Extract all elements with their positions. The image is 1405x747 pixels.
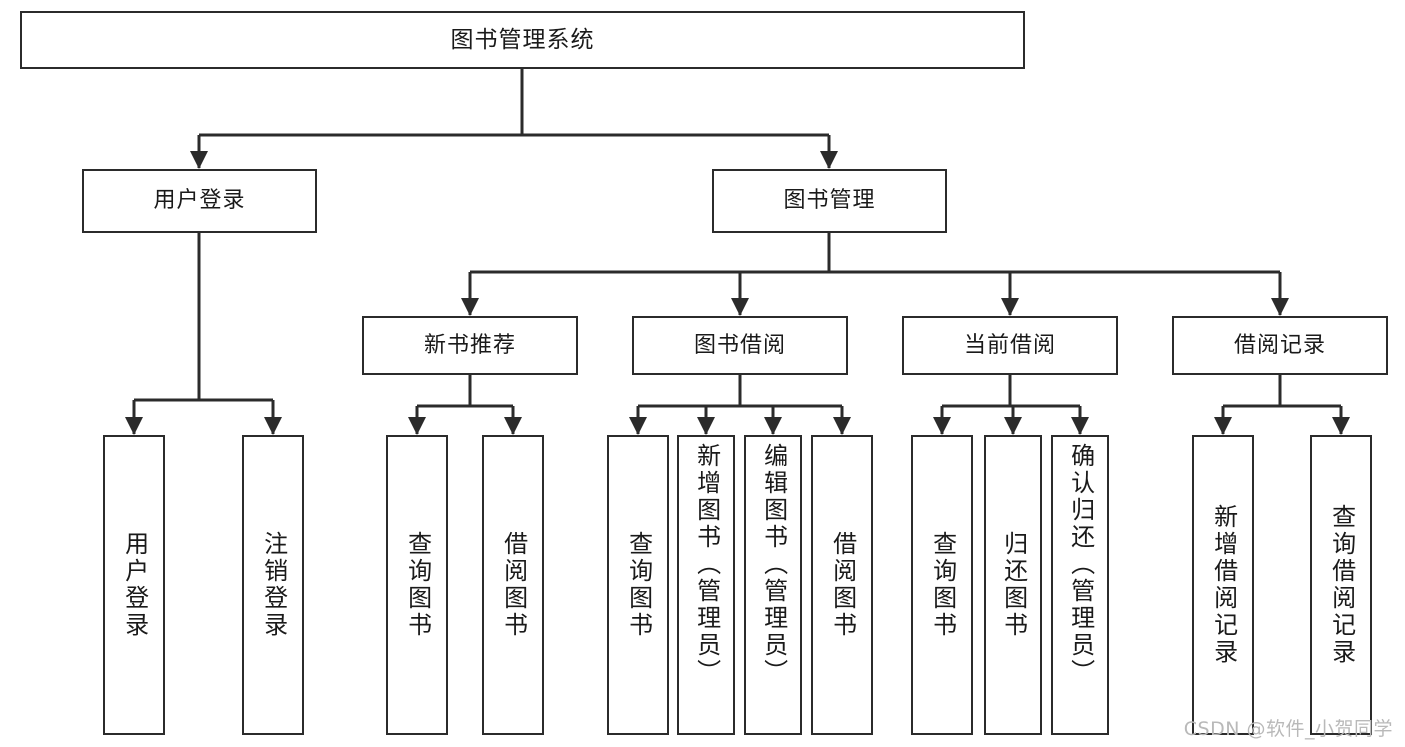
arrowhead-icon — [1214, 417, 1232, 435]
node-label: 查询图书 — [624, 531, 653, 639]
node-leaf_add_book[interactable]: 新增图书（管理员） — [677, 435, 735, 735]
node-label: 查询图书 — [928, 531, 957, 639]
node-leaf_return_bk[interactable]: 归还图书 — [984, 435, 1042, 735]
node-root[interactable]: 图书管理系统 — [20, 11, 1025, 69]
node-leaf_add_rec[interactable]: 新增借阅记录 — [1192, 435, 1254, 735]
node-label: 新增借阅记录 — [1209, 504, 1238, 666]
node-label: 确认归还（管理员） — [1066, 443, 1095, 686]
arrowhead-icon — [697, 417, 715, 435]
arrowhead-icon — [461, 298, 479, 316]
node-leaf_borrow_bk1[interactable]: 借阅图书 — [482, 435, 544, 735]
node-label: 当前借阅 — [963, 332, 1056, 358]
arrowhead-icon — [833, 417, 851, 435]
arrowhead-icon — [190, 151, 208, 169]
node-leaf_edit_book[interactable]: 编辑图书（管理员） — [744, 435, 802, 735]
node-label: 注销登录 — [259, 531, 288, 639]
arrowhead-icon — [125, 417, 143, 435]
node-label: 借阅图书 — [499, 531, 528, 639]
arrowhead-icon — [1271, 298, 1289, 316]
node-label: 查询借阅记录 — [1327, 504, 1356, 666]
arrowhead-icon — [504, 417, 522, 435]
arrowhead-icon — [1001, 298, 1019, 316]
arrowhead-icon — [1004, 417, 1022, 435]
node-label: 图书管理 — [783, 188, 876, 214]
node-label: 借阅图书 — [828, 531, 857, 639]
node-user_login[interactable]: 用户登录 — [82, 169, 317, 233]
node-leaf_query_bk2[interactable]: 查询图书 — [607, 435, 669, 735]
arrowhead-icon — [1071, 417, 1089, 435]
node-label: 编辑图书（管理员） — [759, 443, 788, 686]
node-leaf_query_bk1[interactable]: 查询图书 — [386, 435, 448, 735]
arrowhead-icon — [264, 417, 282, 435]
node-label: 归还图书 — [999, 531, 1028, 639]
node-leaf_logout[interactable]: 注销登录 — [242, 435, 304, 735]
node-label: 用户登录 — [153, 188, 246, 214]
node-label: 用户登录 — [120, 531, 149, 639]
arrowhead-icon — [933, 417, 951, 435]
arrowhead-icon — [1332, 417, 1350, 435]
arrowhead-icon — [820, 151, 838, 169]
node-book_manage[interactable]: 图书管理 — [712, 169, 947, 233]
node-label: 图书管理系统 — [450, 26, 595, 53]
node-book_borrow[interactable]: 图书借阅 — [632, 316, 848, 375]
node-current_borrow[interactable]: 当前借阅 — [902, 316, 1118, 375]
node-leaf_query_rec[interactable]: 查询借阅记录 — [1310, 435, 1372, 735]
node-new_book_rec[interactable]: 新书推荐 — [362, 316, 578, 375]
node-leaf_borrow_bk2[interactable]: 借阅图书 — [811, 435, 873, 735]
node-leaf_query_bk3[interactable]: 查询图书 — [911, 435, 973, 735]
node-label: 图书借阅 — [693, 332, 786, 358]
node-label: 查询图书 — [403, 531, 432, 639]
node-leaf_confirm[interactable]: 确认归还（管理员） — [1051, 435, 1109, 735]
node-label: 新增图书（管理员） — [692, 443, 721, 686]
node-label: 借阅记录 — [1233, 332, 1326, 358]
arrowhead-icon — [731, 298, 749, 316]
arrowhead-icon — [629, 417, 647, 435]
node-label: 新书推荐 — [423, 332, 516, 358]
arrowhead-icon — [764, 417, 782, 435]
node-leaf_user_login[interactable]: 用户登录 — [103, 435, 165, 735]
node-borrow_record[interactable]: 借阅记录 — [1172, 316, 1388, 375]
arrowhead-icon — [408, 417, 426, 435]
